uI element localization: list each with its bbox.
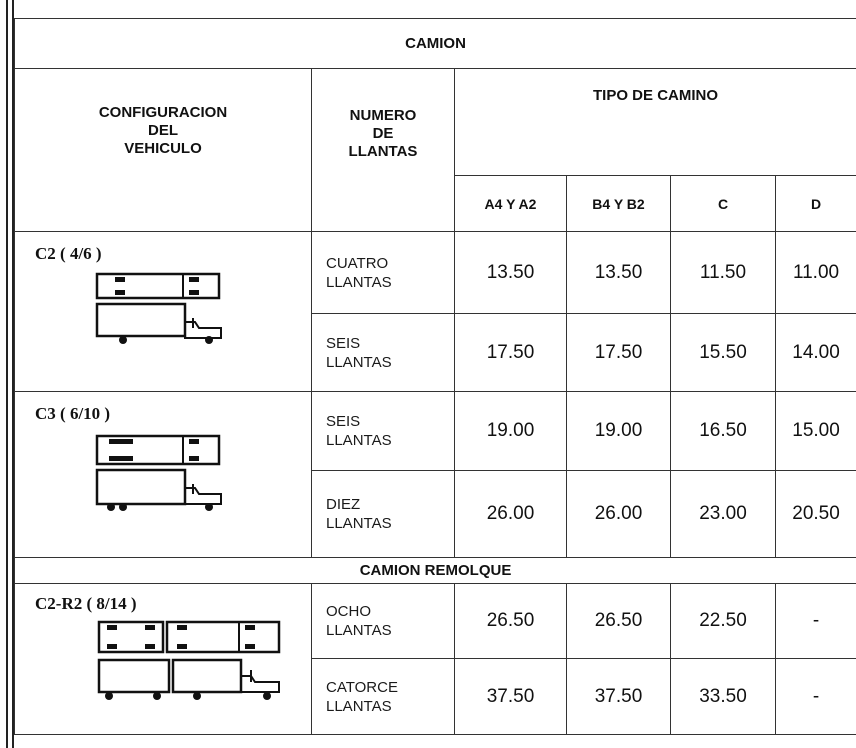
value-cell: 15.00 (774, 391, 856, 471)
table-row: SEIS LLANTAS 17.50 17.50 15.50 14.00 (15, 313, 856, 392)
table-row: C3 ( 6/10 ) SEIS LLANTAS 19.00 19.00 16 (14, 391, 856, 558)
config-header-line: VEHICULO (124, 140, 202, 157)
config-label: C2 ( 4/6 ) (35, 244, 102, 263)
value-cell: 26.50 (566, 583, 671, 659)
llantas-cell: SEIS LLANTAS (311, 391, 455, 471)
llantas-cell: DIEZ LLANTAS (311, 470, 455, 558)
speed-table: CAMION CONFIGURACION DEL VEHICULO NUMERO… (13, 18, 856, 735)
value-cell: 19.00 (566, 391, 671, 471)
value-cell: - (774, 583, 856, 659)
value-cell: 26.00 (454, 470, 567, 558)
config-header: CONFIGURACION DEL VEHICULO (14, 68, 312, 232)
value-cell: 26.50 (454, 583, 567, 659)
value-cell: 17.50 (454, 313, 567, 392)
section-title: CAMION REMOLQUE (13, 557, 856, 584)
value-cell: 23.00 (670, 470, 776, 558)
value-cell: 13.50 (566, 231, 671, 314)
config-header-line: CONFIGURACION (98, 104, 228, 121)
value-cell: - (774, 658, 856, 735)
left-border-line (12, 0, 14, 748)
value-cell: 14.00 (774, 313, 856, 392)
llantas-cell: SEIS LLANTAS (311, 313, 455, 392)
value-cell: 15.50 (670, 313, 776, 392)
config-cell: C3 ( 6/10 ) (14, 391, 312, 558)
value-cell: 22.50 (670, 583, 776, 659)
table-row: DIEZ LLANTAS 26.00 26.00 23.00 20.50 (15, 470, 856, 558)
table-row: C2 ( 4/6 ) CUATRO LLANTAS 13.50 13.50 1 (14, 231, 856, 392)
llantas-header-line: NUMERO (349, 107, 417, 124)
value-cell: 13.50 (454, 231, 567, 314)
left-border-line (6, 0, 8, 748)
truck-c2-icon (95, 272, 222, 344)
value-cell: 33.50 (670, 658, 776, 735)
value-cell: 26.00 (566, 470, 671, 558)
llantas-cell: CUATRO LLANTAS (311, 231, 455, 314)
road-type-header: D (774, 175, 856, 232)
value-cell: 11.00 (774, 231, 856, 314)
config-cell: C2-R2 ( 8/14 ) (14, 583, 312, 735)
llantas-cell: CATORCE LLANTAS (311, 658, 455, 735)
config-label: C2-R2 ( 8/14 ) (35, 594, 137, 613)
llantas-header: NUMERO DE LLANTAS (311, 68, 455, 232)
value-cell: 37.50 (566, 658, 671, 735)
road-type-header: C (670, 175, 776, 232)
llantas-cell: OCHO LLANTAS (311, 583, 455, 659)
value-cell: 16.50 (670, 391, 776, 471)
truck-c2r2-icon (97, 620, 281, 700)
road-type-header: A4 Y A2 (454, 175, 567, 232)
table-row: CATORCE LLANTAS 37.50 37.50 33.50 - (15, 658, 856, 735)
table-title: CAMION (13, 18, 856, 69)
config-header-line: DEL (148, 122, 178, 139)
value-cell: 11.50 (670, 231, 776, 314)
truck-c3-icon (95, 434, 222, 511)
config-cell: C2 ( 4/6 ) (14, 231, 312, 392)
llantas-header-line: LLANTAS (348, 143, 418, 160)
value-cell: 17.50 (566, 313, 671, 392)
config-label: C3 ( 6/10 ) (35, 404, 111, 423)
llantas-header-line: DE (372, 125, 394, 142)
road-type-header: B4 Y B2 (566, 175, 671, 232)
value-cell: 37.50 (454, 658, 567, 735)
table-row: C2-R2 ( 8/14 ) OC (14, 583, 856, 735)
value-cell: 20.50 (774, 470, 856, 558)
tipo-camino-header: TIPO DE CAMINO (453, 68, 856, 176)
value-cell: 19.00 (454, 391, 567, 471)
